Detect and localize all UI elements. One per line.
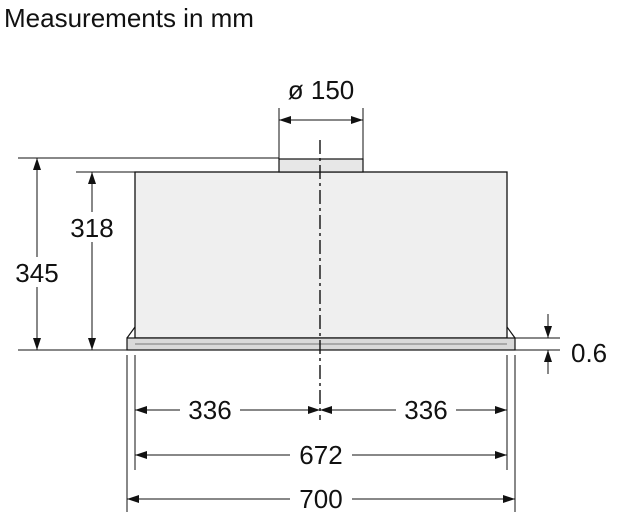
extension-lines [18, 108, 560, 512]
duct-diameter-label: ø 150 [288, 75, 355, 105]
dimension-total-height: 345 [14, 158, 60, 350]
dimension-half-widths: 336 336 [135, 394, 507, 425]
body-height-label: 318 [70, 213, 113, 243]
dimension-frame-thickness: 0.6 [544, 314, 607, 374]
total-height-label: 345 [15, 258, 58, 288]
frame-thickness-label: 0.6 [571, 338, 607, 368]
duct-collar [278, 158, 364, 173]
body-width-label: 672 [299, 440, 342, 470]
page-title: Measurements in mm [4, 3, 254, 33]
half-width-right-label: 336 [404, 395, 447, 425]
dimension-body-width: 672 [135, 439, 507, 470]
dimension-duct-diameter: ø 150 [279, 75, 363, 124]
hood-body [126, 171, 516, 339]
overall-width-label: 700 [299, 484, 342, 514]
dimension-overall-width: 700 [127, 483, 515, 514]
bottom-frame [126, 337, 516, 351]
dimension-body-height: 318 [68, 172, 118, 350]
half-width-left-label: 336 [188, 395, 231, 425]
